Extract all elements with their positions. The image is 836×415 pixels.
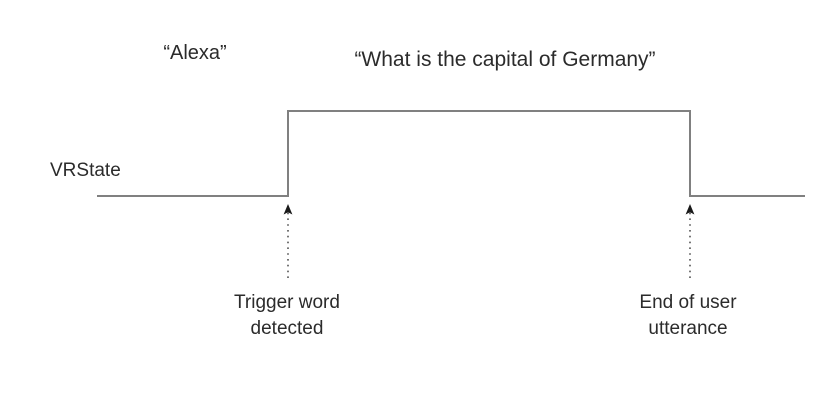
right-marker-group	[685, 204, 695, 278]
annotation-trigger-line-2: detected	[250, 317, 324, 339]
annotation-end-line-1: End of user	[639, 292, 737, 313]
annotation-trigger-line-1: Trigger word	[234, 292, 340, 313]
utterance-trigger-word-label: “Alexa”	[163, 42, 227, 64]
signal-name-label: VRState	[50, 160, 121, 181]
annotation-trigger-word-detected: Trigger word detected	[167, 290, 407, 341]
up-arrow-icon	[685, 204, 695, 215]
vrstate-waveform-trace	[97, 110, 805, 197]
left-marker-group	[283, 204, 293, 278]
up-arrow-icon	[283, 204, 293, 215]
annotation-end-of-user-utterance: End of user utterance	[568, 290, 808, 341]
utterance-question-label: “What is the capital of Germany”	[354, 48, 656, 71]
annotation-end-line-2: utterance	[648, 317, 728, 339]
